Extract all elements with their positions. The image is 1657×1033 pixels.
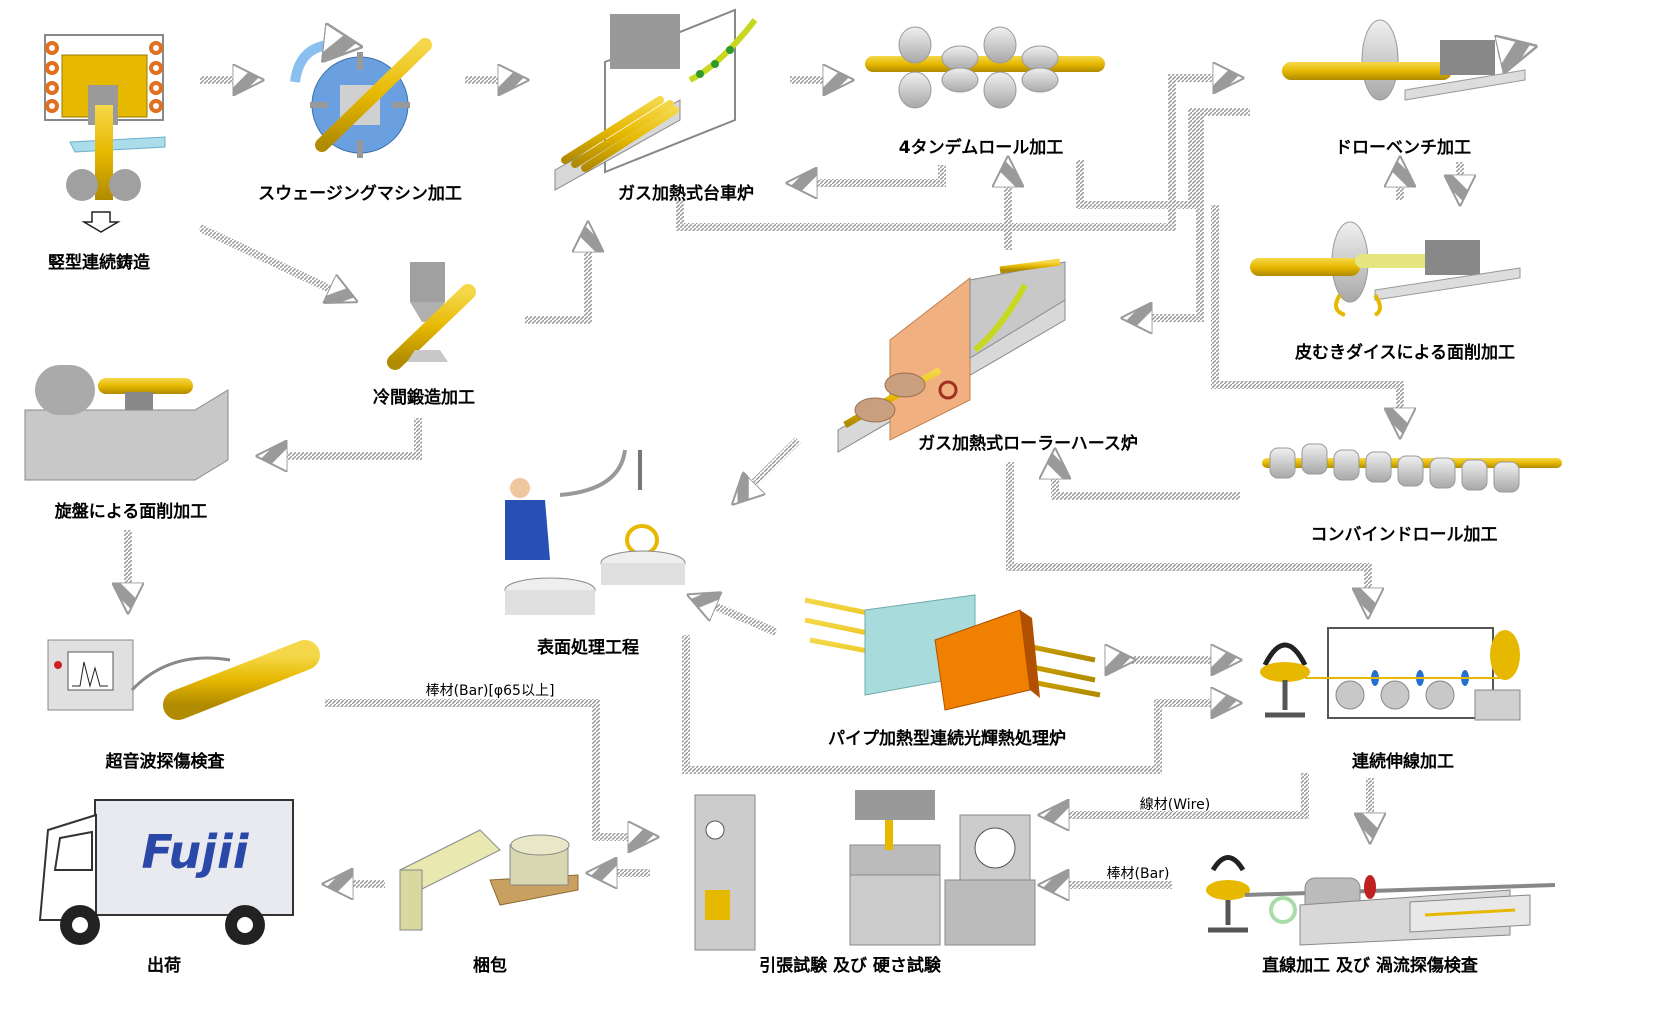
truck-logo: Fujii <box>141 825 249 879</box>
route-label-bar-large: 棒材(Bar)[φ65以上] <box>425 683 555 699</box>
arrow-roller-to-drawing <box>1006 462 1368 605</box>
arrow-forging-to-lathe <box>270 418 422 456</box>
route-label-bar: 棒材(Bar) <box>1106 866 1170 882</box>
packing-illustration <box>399 829 579 931</box>
arrow-combined-to-roller <box>1055 462 1240 500</box>
roller-hearth-furnace-illustration <box>837 258 1066 453</box>
combined-roll-illustration <box>1262 443 1562 493</box>
worker-figure <box>505 478 550 560</box>
arrow-forging-to-furnace <box>525 235 588 324</box>
flow-arrows <box>128 78 1460 885</box>
truck-illustration: Fujii <box>38 799 294 945</box>
surface-treatment-illustration <box>504 449 686 615</box>
arrow-tandem-down-to-drawbench <box>1076 108 1250 209</box>
label-gas-bogie-furnace: ガス加熱式台車炉 <box>618 184 754 204</box>
arrow-roller-to-surface <box>742 437 801 495</box>
continuous-wire-drawing-illustration <box>1260 627 1521 721</box>
swaging-machine-illustration <box>290 44 432 158</box>
label-peeling-die: 皮むきダイスによる面削加工 <box>1295 343 1515 363</box>
label-straightening-eddy: 直線加工 及び 渦流探傷検査 <box>1262 956 1478 976</box>
draw-bench-illustration <box>1282 19 1525 101</box>
route-label-wire: 線材(Wire) <box>1139 797 1211 813</box>
label-draw-bench: ドローベンチ加工 <box>1335 138 1471 158</box>
arrow-drawing-wire-to-testing <box>1052 773 1309 815</box>
vertical-casting-machine-illustration <box>44 34 166 233</box>
tensile-hardness-testing-illustration <box>694 790 1036 951</box>
cold-forging-illustration <box>387 262 476 370</box>
label-ultrasonic: 超音波探傷検査 <box>105 752 225 772</box>
arrow-casting-to-forging <box>198 224 345 296</box>
arrow-drawbench-to-roller <box>1135 112 1204 318</box>
straightening-eddy-current-illustration <box>1206 855 1556 946</box>
label-tensile-hardness: 引張試験 及び 硬さ試験 <box>759 956 941 976</box>
label-surface-treatment: 表面処理工程 <box>537 638 639 658</box>
arrow-drawbench-to-combined <box>1211 205 1400 425</box>
label-swaging: スウェージングマシン加工 <box>258 184 462 204</box>
ultrasonic-inspection-illustration <box>47 639 320 720</box>
label-vertical-casting: 竪型連続鋳造 <box>48 253 150 273</box>
label-packing: 梱包 <box>473 956 507 976</box>
lathe-illustration <box>24 365 229 481</box>
pipe-bright-heat-treatment-furnace-illustration <box>804 594 1101 711</box>
gas-bogie-furnace-illustration <box>554 8 758 191</box>
arrow-pipefurnace-to-surface <box>700 600 778 636</box>
arrow-ultrasonic-to-testing <box>325 699 645 837</box>
label-lathe-facing: 旋盤による面削加工 <box>54 502 208 522</box>
tandem-roll-illustration <box>865 26 1105 109</box>
label-cold-forging: 冷間鍛造加工 <box>373 388 475 408</box>
arrow-tandem-to-furnace <box>800 165 946 183</box>
peeling-die-illustration <box>1250 221 1521 317</box>
label-tandem-roll: 4タンデムロール加工 <box>898 138 1064 158</box>
arrow-furnace-to-drawbench <box>676 78 1230 231</box>
label-combined-roll: コンバインドロール加工 <box>1310 525 1498 545</box>
label-shipping: 出荷 <box>147 956 181 976</box>
label-roller-hearth: ガス加熱式ローラーハース炉 <box>918 434 1138 454</box>
label-pipe-bright-furnace: パイプ加熱型連続光輝熱処理炉 <box>828 729 1066 749</box>
arrow-surface-to-drawing <box>682 635 1228 774</box>
label-continuous-drawing: 連続伸線加工 <box>1352 752 1454 772</box>
